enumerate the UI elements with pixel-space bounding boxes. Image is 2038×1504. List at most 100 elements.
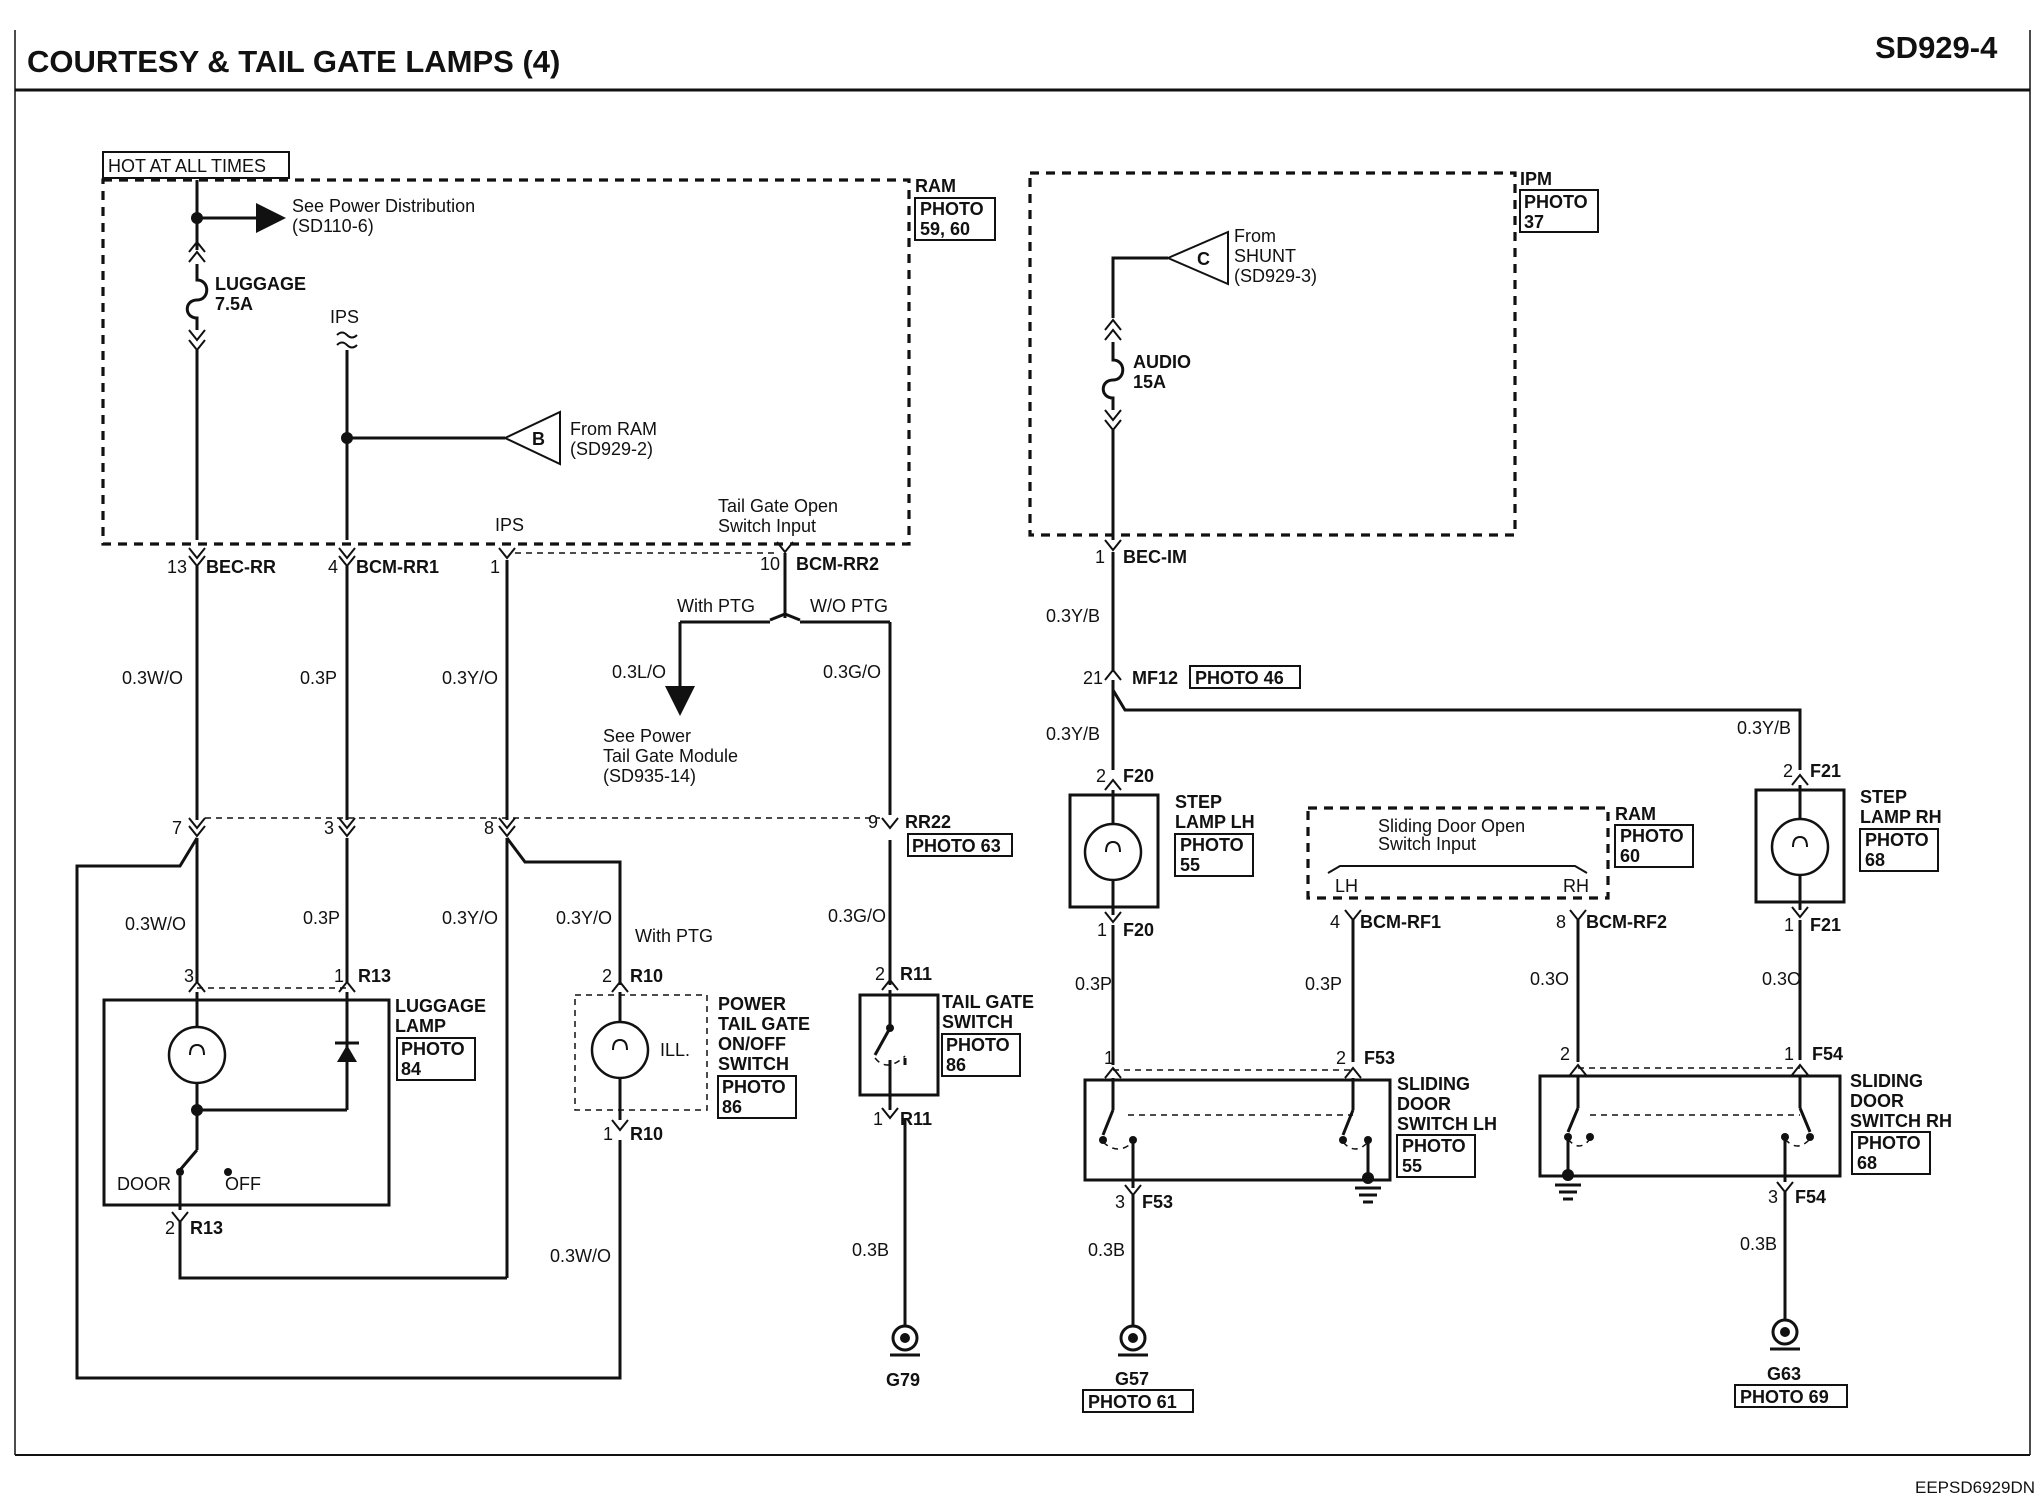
svg-text:PHOTO: PHOTO <box>401 1039 465 1059</box>
svg-text:0.3B: 0.3B <box>1088 1240 1125 1260</box>
svg-text:SWITCH: SWITCH <box>718 1054 789 1074</box>
svg-text:With PTG: With PTG <box>635 926 713 946</box>
svg-text:8: 8 <box>484 818 494 838</box>
ram-sliding-box <box>1306 806 1610 900</box>
svg-text:PHOTO 69: PHOTO 69 <box>1740 1387 1829 1407</box>
svg-text:R11: R11 <box>900 964 932 984</box>
svg-text:BCM-RF1: BCM-RF1 <box>1360 912 1441 932</box>
svg-text:0.3G/O: 0.3G/O <box>823 662 881 682</box>
svg-text:(SD929-3): (SD929-3) <box>1234 266 1317 286</box>
svg-text:3: 3 <box>184 966 194 986</box>
see-power-ref: (SD110-6) <box>292 216 374 236</box>
svg-text:B: B <box>532 429 545 449</box>
svg-text:F21: F21 <box>1810 761 1841 781</box>
connector-c-icon <box>1165 230 1229 286</box>
svg-text:RAM: RAM <box>1615 804 1656 824</box>
svg-text:0.3P: 0.3P <box>303 908 340 928</box>
ground-rh-icon <box>1555 1183 1581 1201</box>
svg-text:STEP: STEP <box>1860 787 1907 807</box>
svg-text:0.3L/O: 0.3L/O <box>612 662 666 682</box>
ips-wavy-icon <box>336 331 358 349</box>
ram-photo-label: PHOTO <box>920 199 984 219</box>
svg-text:F20: F20 <box>1123 920 1154 940</box>
svg-text:PHOTO: PHOTO <box>1865 830 1929 850</box>
svg-text:LUGGAGE: LUGGAGE <box>395 996 486 1016</box>
svg-text:(SD935-14): (SD935-14) <box>603 766 696 786</box>
svg-text:21: 21 <box>1083 668 1103 688</box>
svg-text:OFF: OFF <box>225 1174 261 1194</box>
svg-text:2: 2 <box>1336 1048 1346 1068</box>
svg-text:PHOTO: PHOTO <box>1620 826 1684 846</box>
svg-text:Tail Gate Open: Tail Gate Open <box>718 496 838 516</box>
svg-text:LAMP: LAMP <box>395 1016 446 1036</box>
svg-text:MF12: MF12 <box>1132 668 1178 688</box>
svg-text:3: 3 <box>324 818 334 838</box>
svg-text:13: 13 <box>167 557 187 577</box>
svg-text:PHOTO: PHOTO <box>722 1077 786 1097</box>
svg-text:BEC-IM: BEC-IM <box>1123 547 1187 567</box>
sliding-door-switch-lh-box <box>1083 1078 1392 1182</box>
svg-text:SLIDING: SLIDING <box>1397 1074 1470 1094</box>
svg-text:C: C <box>1197 249 1210 269</box>
step-lamp-lh-bulb-icon <box>1083 822 1143 882</box>
svg-text:55: 55 <box>1180 855 1200 875</box>
svg-text:0.3O: 0.3O <box>1530 969 1569 989</box>
luggage-fuse-icon <box>185 264 209 330</box>
svg-text:SWITCH RH: SWITCH RH <box>1850 1111 1952 1131</box>
svg-text:SLIDING: SLIDING <box>1850 1071 1923 1091</box>
svg-text:Switch Input: Switch Input <box>718 516 816 536</box>
svg-text:ILL.: ILL. <box>660 1040 690 1060</box>
svg-text:2: 2 <box>602 966 612 986</box>
luggage-lamp-box <box>102 998 391 1207</box>
ips2-label: IPS <box>495 515 524 535</box>
svg-text:0.3Y/B: 0.3Y/B <box>1046 606 1100 626</box>
from-ram-text: From RAM <box>570 419 657 439</box>
svg-text:SWITCH: SWITCH <box>942 1012 1013 1032</box>
svg-text:RH: RH <box>1563 876 1589 896</box>
svg-text:0.3Y/B: 0.3Y/B <box>1737 718 1791 738</box>
svg-text:G57: G57 <box>1115 1369 1149 1389</box>
svg-text:R10: R10 <box>630 966 663 986</box>
svg-text:55: 55 <box>1402 1156 1422 1176</box>
connector-b-icon <box>502 410 561 466</box>
diode-icon <box>337 1045 357 1062</box>
svg-text:TAIL GATE: TAIL GATE <box>718 1014 810 1034</box>
ptg-switch-box <box>574 994 708 1111</box>
svg-text:10: 10 <box>760 554 780 574</box>
svg-text:G79: G79 <box>886 1370 920 1390</box>
svg-text:2: 2 <box>875 964 885 984</box>
svg-text:0.3Y/B: 0.3Y/B <box>1046 724 1100 744</box>
svg-text:8: 8 <box>1556 912 1566 932</box>
svg-text:1: 1 <box>603 1124 613 1144</box>
svg-text:1: 1 <box>1784 915 1794 935</box>
svg-text:F53: F53 <box>1364 1048 1395 1068</box>
svg-text:0.3B: 0.3B <box>852 1240 889 1260</box>
svg-text:F53: F53 <box>1142 1192 1173 1212</box>
svg-text:DOOR: DOOR <box>1397 1094 1451 1114</box>
svg-text:POWER: POWER <box>718 994 786 1014</box>
svg-text:AUDIO: AUDIO <box>1133 352 1191 372</box>
svg-text:68: 68 <box>1865 850 1885 870</box>
svg-text:W/O PTG: W/O PTG <box>810 596 888 616</box>
svg-text:R13: R13 <box>358 966 391 986</box>
svg-text:See Power: See Power <box>603 726 691 746</box>
luggage-fuse-label: LUGGAGE <box>215 274 306 294</box>
step-lamp-rh-bulb-icon <box>1770 817 1830 877</box>
tg-switch-icon <box>873 1027 892 1056</box>
ips-label: IPS <box>330 307 359 327</box>
svg-text:F20: F20 <box>1123 766 1154 786</box>
svg-text:LAMP RH: LAMP RH <box>1860 807 1942 827</box>
ram-photo-num: 59, 60 <box>920 219 970 239</box>
svg-text:2: 2 <box>1096 766 1106 786</box>
sliding-door-switch-rh-box <box>1538 1074 1842 1178</box>
svg-text:9: 9 <box>868 812 878 832</box>
footer-code: EEPSD6929DN <box>1915 1478 2035 1497</box>
svg-text:1: 1 <box>334 966 344 986</box>
svg-text:SHUNT: SHUNT <box>1234 246 1296 266</box>
ram-box <box>101 178 911 546</box>
svg-text:1: 1 <box>1784 1044 1794 1064</box>
svg-text:R10: R10 <box>630 1124 663 1144</box>
svg-text:0.3Y/O: 0.3Y/O <box>556 908 612 928</box>
door-switch-icon <box>178 1149 199 1171</box>
